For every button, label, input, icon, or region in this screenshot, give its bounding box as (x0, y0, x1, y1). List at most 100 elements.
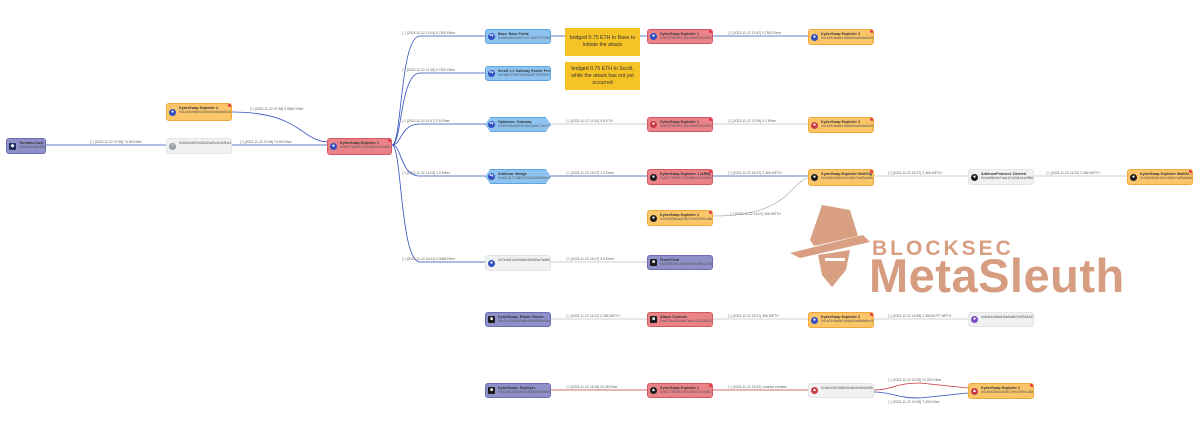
edge-label: [2][2023-11-22 16:07] 2.9 Ether (566, 257, 614, 261)
bridge-icon: ⇆ (488, 173, 495, 180)
node-exploiter-multisig-2[interactable]: ● KyberSwap Exploiter MultiSi... 0x3d3e6… (1127, 169, 1193, 185)
user-icon: ● (650, 214, 657, 222)
node-tornado-cash[interactable]: ◆ Tornado.Cash: 10 ETH 0x910Cbd523D972eb… (6, 138, 46, 154)
edge-label: [2][2023-11-22 11:52] 0.7502 Ether (728, 31, 782, 35)
alert-dot-icon (1189, 170, 1192, 173)
user-icon: ● (169, 108, 176, 116)
user-icon: ● (650, 33, 657, 40)
edge-label: [1][2023-11-22 16:11] 0.0068 Ether (402, 257, 456, 261)
node-exploiter-1-optimism[interactable]: ● KyberSwap Exploiter 1 0x50275E0B726155… (647, 117, 713, 132)
node-exploiter-2-arbitrum[interactable]: ● KyberSwap Exploiter 2 0xc9b826bad20872… (647, 210, 713, 226)
alert-icon: ▲ (971, 387, 978, 395)
user-icon: ● (1130, 173, 1137, 181)
node-deployer[interactable]: ■ KyberSwap: Deployer 0xd1d8c43b5e3ec5bd… (485, 383, 551, 398)
bridge-icon: ⇆ (488, 33, 495, 40)
alert-dot-icon (228, 104, 231, 107)
node-unlabeled-address[interactable]: ○ 0x0fc1b467e0f0c23d2c4c3cf1b4a04e2d39a9… (166, 138, 232, 154)
edge-row7-c[interactable] (873, 382, 969, 391)
edge-center-to-optimism[interactable] (391, 123, 485, 146)
edge-label: [1][2023-11-22 15:07] 366 WETH (730, 212, 781, 216)
node-arbitrum-bridge[interactable]: ⇆ Arbitrum: Bridge 0x8315177aB297bA92A06… (485, 169, 551, 184)
user-icon: ● (650, 173, 657, 181)
edge-label: [1][2023-11-22 18:18] 20.45 Ether (566, 385, 618, 389)
node-optimism-gateway[interactable]: ⇆ Optimism: Gateway 0x99C9fc46f92E8a1c0d… (485, 117, 551, 132)
watermark-name: MetaSleuth (869, 249, 1125, 302)
edge-label: [1][2023-11-22 19:26] 7,000 Ether (888, 400, 940, 404)
edge-label: [1][2023-11-22 07:58] 74.86 Ether (90, 140, 142, 144)
edge-label: [1][2023-11-22 12:55] 0.1 Ether (728, 119, 776, 123)
user-icon: ● (811, 316, 818, 324)
node-unlabeled-row6[interactable]: ● 0x6d2e4d5a1f6a9a8b7e5f3d1b2c0a9f8e7d6c… (968, 312, 1034, 327)
edge-label: [1][2023-11-22 11:36] 0.7502 Ether (402, 68, 456, 72)
alert-dot-icon (870, 313, 873, 316)
node-exploiter-1-row7[interactable]: ▲ KyberSwap Exploiter 1 0x50275E0B726155… (647, 383, 713, 398)
address-icon: ○ (169, 142, 176, 150)
node-exploiter-multisig[interactable]: ● KyberSwap Exploiter MultiSig 0x3d3e6d8… (808, 169, 874, 186)
alert-dot-icon (709, 118, 712, 121)
edge-label: [1][2023-11-22 12:31] 0.5 ETH (566, 119, 613, 123)
node-unlabeled-row5[interactable]: ● 0x7e4d1cc3c9a9e33e5f0a7ad6f2d6f8ae3b4f… (485, 255, 551, 271)
edge-label: [1][2023-11-22 07:58] 0.0862 Ether (250, 107, 304, 111)
node-base-portal[interactable]: ⇆ Base: Base Portal 0x49048044D57e1C92A7… (485, 29, 551, 44)
metasleuth-logo-icon (790, 205, 870, 287)
alert-dot-icon (870, 118, 873, 121)
node-unlabeled-row7[interactable]: ▲ 0x4a7c3e7b8f2d1a6c9e0b5d3f8a2c1e7b9d4f… (808, 383, 874, 398)
edge-label: [1][2023-11-22 15:07] 366 WETH (728, 314, 779, 318)
address-icon: ● (488, 259, 495, 267)
edge-center-to-base[interactable] (391, 35, 485, 146)
node-exploiter-3[interactable]: ● KyberSwap Exploiter 3 0x1b2b4fa8e1bd6a… (166, 103, 232, 121)
node-exploiter-1-arbitrum[interactable]: ● KyberSwap Exploiter 1 (ARB) 0x50275E0B… (647, 169, 713, 185)
edge-label: [1][2023-11-22 11:57] 0.5 Ether (402, 119, 450, 123)
user-icon: ▲ (650, 387, 657, 394)
alert-dot-icon (709, 170, 712, 173)
user-icon: ● (971, 173, 978, 181)
contract-icon: ■ (488, 316, 495, 323)
edge-label: [2][2023-11-22 07:58] 74.86 Ether (240, 140, 292, 144)
alert-dot-icon (870, 170, 873, 173)
user-icon: ● (650, 121, 657, 128)
node-exploiter-1-center[interactable]: ● KyberSwap Exploiter 1 0x50275E0B726155… (327, 138, 392, 155)
edge-center-to-scroll[interactable] (391, 72, 485, 146)
contract-icon: ■ (488, 387, 495, 394)
edge-label: [1][2023-11-22 18:22] contract creation (728, 385, 788, 389)
node-exploiter-3-optimism[interactable]: ● KyberSwap Exploiter 3 0x1b2b4fa8e1bd6a… (808, 117, 874, 133)
node-fixed-float[interactable]: ■ Fixed Float 0x4E5B2e1dc63F6b91cb6Cd759… (647, 255, 713, 270)
node-exploiter-3-base[interactable]: ● KyberSwap Exploiter 3 0x1b2b4fa8e1bd6a… (808, 29, 874, 45)
tornado-icon: ◆ (9, 142, 16, 150)
annotation-note-base: bridged 0.75 ETH to Base to initiate the… (565, 28, 640, 56)
edge-row7-d[interactable] (873, 391, 969, 399)
edge-label: [1][2023-11-22 11:04] 0.7500 Ether (402, 31, 456, 35)
node-exploiter-2-row7[interactable]: ▲ KyberSwap Exploiter 2 0xc9b826bad20872… (968, 383, 1034, 399)
alert-dot-icon (1030, 384, 1033, 387)
user-icon: ● (811, 33, 818, 41)
edge-center-to-gray5[interactable] (391, 144, 485, 263)
edge-exp2-to-multisig[interactable] (712, 177, 809, 217)
node-elastic-router[interactable]: ■ KyberSwap: Elastic Router 0xc7e13b1a10… (485, 312, 551, 327)
contract-icon: ■ (650, 316, 657, 323)
edge-label: [1][2023-11-22 16:22] 2,366 WETH (566, 314, 620, 318)
edge-label: [1][2023-11-22 15:07] 1.5 Ether (566, 171, 614, 175)
edge-label: [1][2023-11-22 16:59] 2,366.89 FF WETH (888, 314, 952, 318)
alert-dot-icon (709, 30, 712, 33)
edge-label: [1][2023-11-22 15:07] 2,366 WETH (728, 171, 782, 175)
exchange-icon: ■ (650, 259, 657, 266)
node-scroll-gateway[interactable]: ⇆ Scroll: L1 Gateway Router Prox... 0xF8… (485, 66, 551, 81)
annotation-note-scroll: bridged 0.75 ETH to Scroll, while the at… (565, 62, 640, 90)
alert-icon: ▲ (811, 387, 818, 394)
edge-exp3-to-exp1[interactable] (231, 111, 328, 143)
edge-label: [1][2023-11-22 19:26] 21,000 Ether (888, 378, 942, 382)
watermark-brand: BLOCKSEC (872, 237, 1014, 260)
node-attack-contract[interactable]: ■ Attack Contract 0xaF2Acf3D4ab78e4c7022… (647, 312, 713, 327)
edge-label: [1][2023-11-22 16:22] 2,366 WETH (1046, 171, 1100, 175)
user-icon: ● (330, 143, 337, 150)
node-exploiter-3-row6[interactable]: ● KyberSwap Exploiter 3 0x1b2b4fa8e1bd6a… (808, 312, 874, 328)
node-arbitrum-protocol[interactable]: ● ArbitrumProtocol: Deleted 0x4a9f6e3e7a… (968, 169, 1034, 185)
edge-label: [1][2023-11-22 14:03] 1.5 Ether (402, 171, 450, 175)
node-exploiter-1-base[interactable]: ● KyberSwap Exploiter 1 0x50275E0B726155… (647, 29, 713, 44)
bridge-icon: ⇆ (488, 70, 495, 77)
edge-center-to-arbitrum[interactable] (391, 144, 485, 177)
alert-dot-icon (388, 139, 391, 142)
user-icon: ● (811, 174, 818, 181)
address-icon: ● (971, 316, 978, 323)
